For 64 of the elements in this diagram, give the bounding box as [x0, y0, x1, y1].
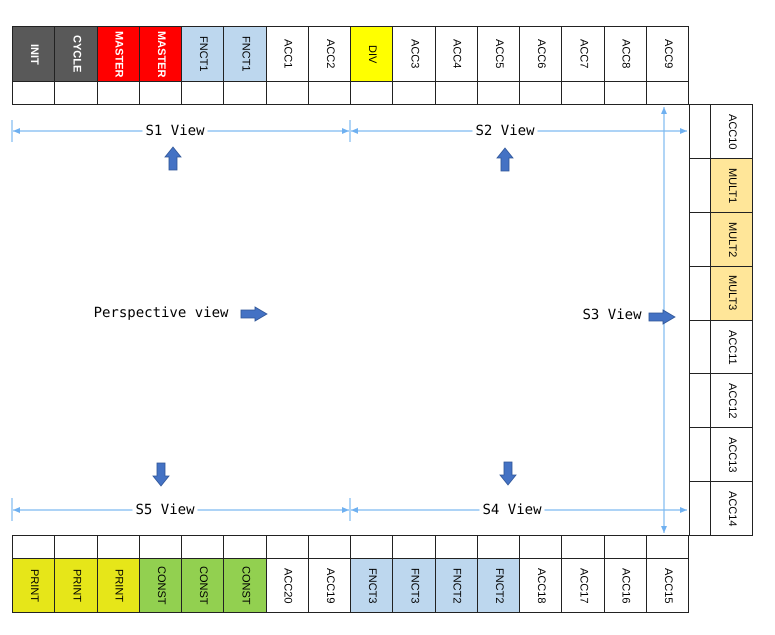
panel-label: CONST [197, 566, 208, 605]
panel-label: ACC1 [282, 39, 293, 69]
panel-label: DIV [366, 44, 378, 64]
panel-label: ACC8 [620, 39, 631, 69]
panel-label: ACC19 [324, 568, 335, 604]
panel-box [96, 558, 140, 613]
panel-box [181, 558, 224, 613]
panel-label: ACC17 [577, 568, 588, 604]
panel-label: FNCT2 [450, 568, 462, 604]
panel-label: MULT2 [726, 222, 737, 257]
panel-label: ACC3 [408, 39, 420, 69]
panel-label: MASTER [112, 30, 124, 78]
panel-box [12, 26, 56, 82]
panel-box [392, 558, 436, 613]
panel-box [54, 26, 98, 82]
panel-box [710, 158, 753, 213]
panel-label: ACC7 [577, 39, 588, 69]
panel-label: MULT1 [726, 168, 737, 203]
panel-label: INIT [28, 44, 40, 64]
panel-label: ACC2 [324, 39, 335, 69]
panel-label: FNCT3 [408, 568, 420, 604]
panel-label: MULT3 [726, 275, 737, 311]
panel-box [12, 558, 56, 613]
panel-label: PRINT [112, 569, 124, 602]
panel-box [710, 212, 753, 267]
panel-label: CYCLE [70, 35, 82, 73]
panel-label: ACC18 [535, 568, 546, 604]
panel-box [434, 558, 478, 613]
panel-label: CONST [154, 566, 166, 605]
panel-label: ACC15 [662, 568, 673, 604]
panel-box [710, 481, 753, 536]
panel-box [138, 558, 182, 613]
panel-box [710, 104, 753, 159]
panel-label: ACC10 [726, 114, 737, 150]
panel-box [223, 26, 266, 82]
panel-label: FNCT1 [197, 36, 208, 72]
panel-box [54, 558, 98, 613]
panel-box [646, 26, 689, 82]
panel-box [223, 558, 266, 613]
panel-label: ACC4 [450, 39, 462, 69]
panel-label: MASTER [154, 30, 166, 78]
panel-label: CONST [239, 566, 250, 605]
panel-box [476, 558, 520, 613]
panel-label: ACC12 [726, 383, 737, 419]
panel-label: ACC13 [726, 436, 737, 472]
panel-box [96, 26, 140, 82]
panel-label: FNCT2 [492, 568, 504, 604]
panel-label: ACC20 [282, 568, 293, 604]
panel-label: PRINT [70, 569, 82, 602]
panel-label: FNCT1 [239, 36, 250, 72]
panel-label: ACC16 [620, 568, 631, 604]
panel-label: ACC9 [662, 39, 673, 69]
panel-box [181, 26, 224, 82]
panel-box [710, 266, 753, 320]
panel-label: ACC14 [726, 490, 737, 526]
panel-box [350, 558, 394, 613]
panel-label: ACC11 [726, 330, 737, 364]
panel-box [646, 558, 689, 613]
panel-label: PRINT [28, 569, 40, 602]
panel-label: FNCT3 [366, 568, 378, 604]
panel-box [350, 26, 394, 82]
panel-label: ACC5 [492, 39, 504, 69]
panel-box [138, 26, 182, 82]
panel-label: ACC6 [535, 39, 546, 69]
